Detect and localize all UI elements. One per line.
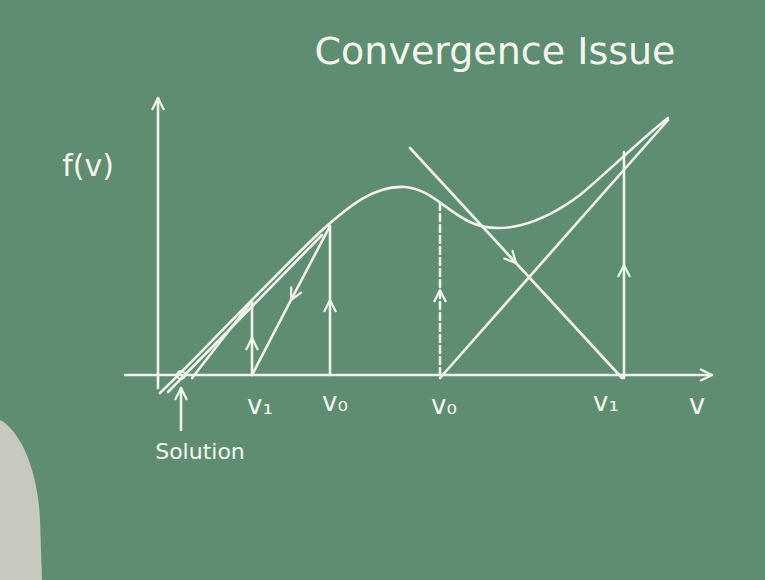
tangent-line <box>168 235 322 392</box>
y-axis <box>157 98 160 388</box>
tangent-line <box>440 120 668 378</box>
function-curve <box>160 118 668 393</box>
iteration-step <box>329 226 332 375</box>
iterate-label: v₀ <box>322 388 348 417</box>
hand <box>0 420 42 580</box>
iterate-label: v₁ <box>593 388 619 417</box>
tangent-line <box>252 226 330 375</box>
iteration-step <box>623 152 626 378</box>
axis-label: f(v) <box>62 149 114 182</box>
iteration-step <box>439 203 442 375</box>
axis-label: v <box>689 390 706 421</box>
tangent-line <box>410 148 622 378</box>
solution-label: Solution <box>155 440 245 464</box>
solution-arrow <box>180 388 183 430</box>
tangent-line <box>192 301 252 378</box>
solution-point <box>177 371 185 379</box>
iterate-label: v₀ <box>431 391 457 420</box>
iteration-step <box>251 301 254 375</box>
iterate-label: v₁ <box>247 391 273 420</box>
title: Convergence Issue <box>315 31 676 73</box>
